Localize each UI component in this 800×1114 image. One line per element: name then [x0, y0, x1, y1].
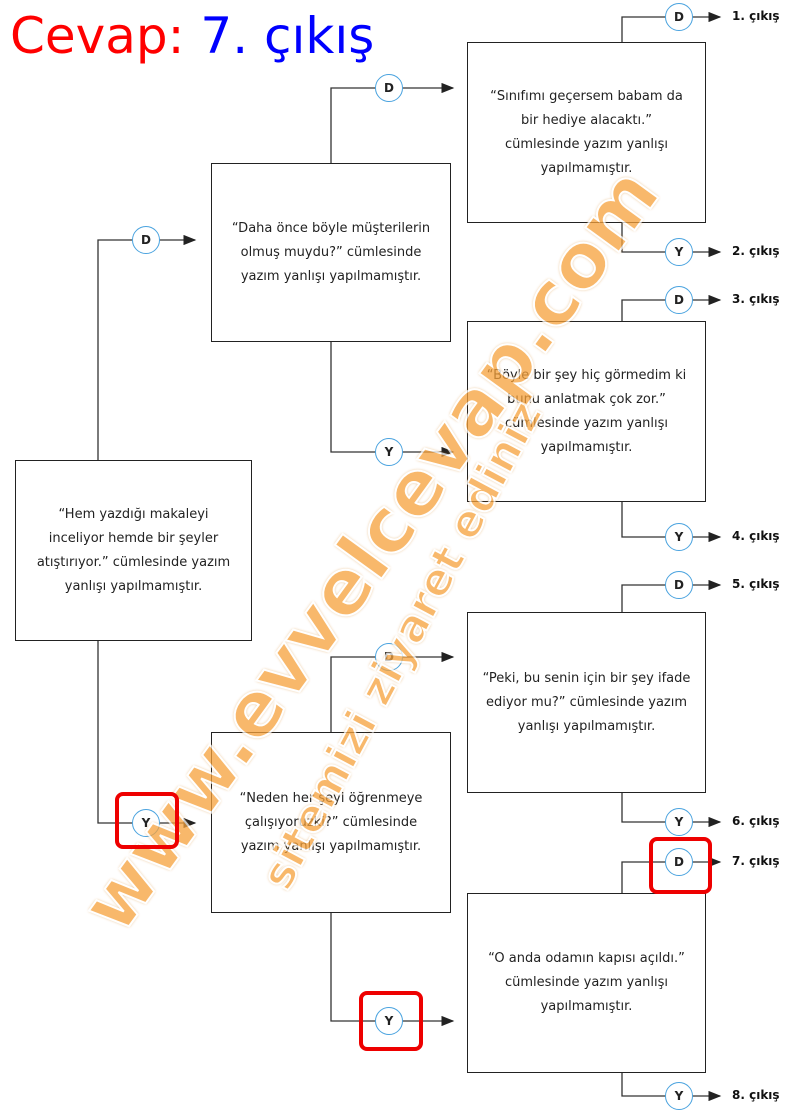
true-branch-marker: D — [665, 848, 693, 876]
false-branch-marker: Y — [375, 1007, 403, 1035]
true-branch-marker: D — [665, 571, 693, 599]
answer-prefix: Cevap: — [10, 7, 185, 65]
true-branch-marker: D — [132, 226, 160, 254]
false-branch-marker: Y — [665, 1082, 693, 1110]
answer-highlight — [359, 991, 423, 1051]
false-branch-marker: Y — [375, 438, 403, 466]
answer-highlight — [115, 792, 179, 849]
true-branch-marker: D — [665, 3, 693, 31]
answer-value: 7. çıkış — [200, 7, 375, 65]
exit-label-5: 5. çıkış — [732, 577, 780, 591]
false-branch-marker: Y — [665, 808, 693, 836]
true-branch-marker: D — [665, 286, 693, 314]
decision-box-leaf1: “Sınıfımı geçersem babam da bir hediye a… — [467, 42, 706, 223]
exit-label-3: 3. çıkış — [732, 292, 780, 306]
exit-label-4: 4. çıkış — [732, 529, 780, 543]
true-branch-marker: D — [375, 643, 403, 671]
false-branch-marker: Y — [132, 809, 160, 837]
decision-box-leaf2: “Böyle bir şey hiç görmedim ki bunu anla… — [467, 321, 706, 502]
decision-box-root: “Hem yazdığı makaleyi inceliyor hemde bi… — [15, 460, 252, 641]
true-branch-marker: D — [375, 74, 403, 102]
decision-box-leaf3: “Peki, bu senin için bir şey ifade ediyo… — [467, 612, 706, 793]
exit-label-6: 6. çıkış — [732, 814, 780, 828]
answer-title: Cevap: 7. çıkış — [10, 4, 374, 68]
decision-box-upper: “Daha önce böyle müşterilerin olmuş muyd… — [211, 163, 451, 342]
exit-label-1: 1. çıkış — [732, 9, 780, 23]
exit-label-8: 8. çıkış — [732, 1088, 780, 1102]
decision-box-lower: “Neden her şeyi öğrenmeye çalışıyoruzki?… — [211, 732, 451, 913]
answer-highlight — [649, 837, 712, 894]
false-branch-marker: Y — [665, 238, 693, 266]
exit-label-7: 7. çıkış — [732, 854, 780, 868]
false-branch-marker: Y — [665, 523, 693, 551]
decision-box-leaf4: “O anda odamın kapısı açıldı.” cümlesind… — [467, 893, 706, 1073]
exit-label-2: 2. çıkış — [732, 244, 780, 258]
